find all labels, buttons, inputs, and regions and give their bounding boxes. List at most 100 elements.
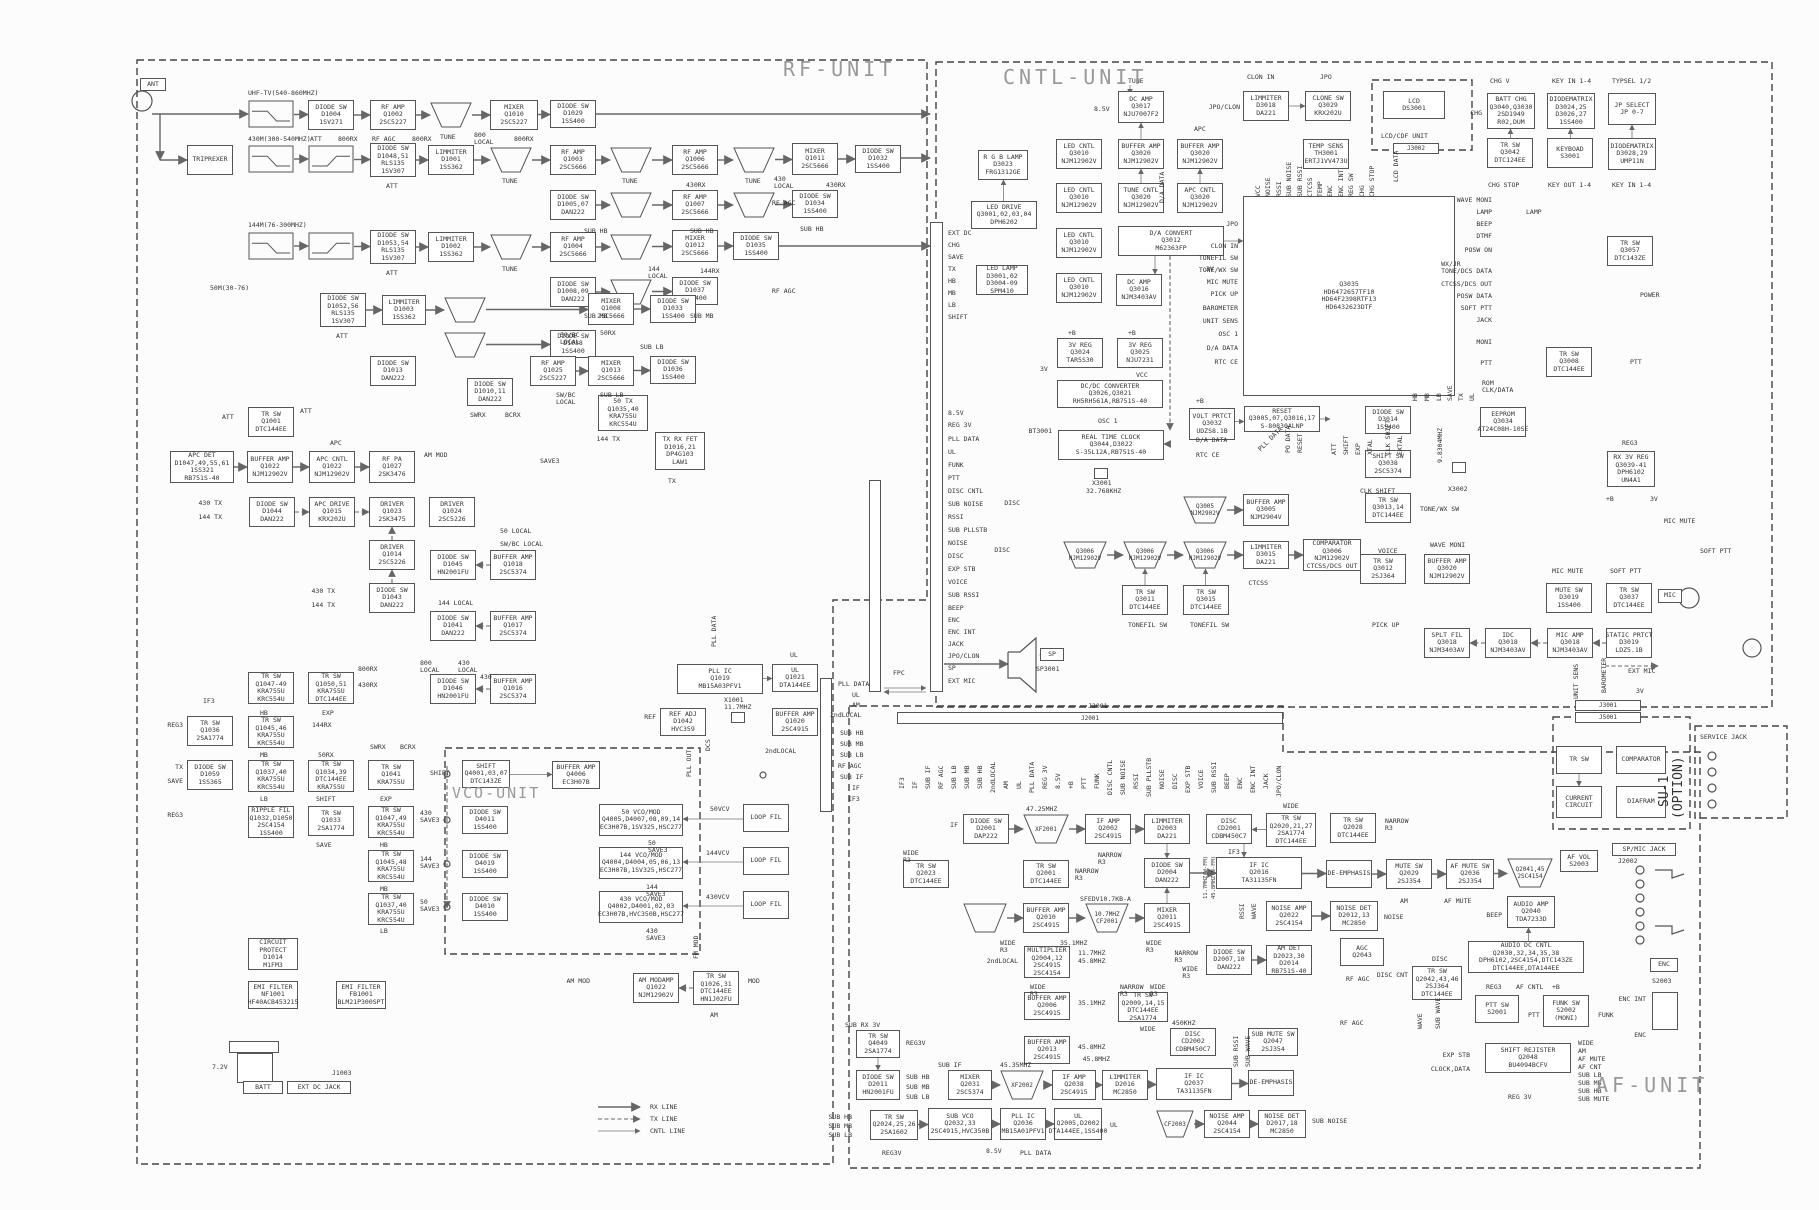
- label: WIDE R3: [1146, 939, 1162, 954]
- label: CHG V: [1490, 77, 1510, 85]
- label: EXT MIC: [1628, 667, 1656, 675]
- label: WIDE: [1140, 1025, 1156, 1033]
- label: J2002: [1618, 857, 1638, 865]
- label: REG3: [1486, 983, 1502, 991]
- label: 50M(30-76): [210, 284, 250, 292]
- label: +B: [1196, 397, 1204, 405]
- label: DISC: [1171, 773, 1179, 789]
- label: EXT DC: [948, 229, 972, 237]
- label: 430RX: [686, 181, 706, 189]
- label: VCC: [1136, 371, 1148, 379]
- label: J1003: [332, 1069, 352, 1077]
- label: JPO/CLON: [1275, 765, 1283, 797]
- label: 450KHZ: [1172, 1019, 1196, 1027]
- label: 430 SAVE3: [646, 927, 666, 942]
- label: D/A DATA: [1196, 436, 1228, 444]
- label: ENC INT: [1337, 169, 1345, 197]
- label: 8.5V: [948, 409, 964, 417]
- label: KEY IN 1-4: [1552, 77, 1592, 85]
- r4f1: [248, 232, 294, 260]
- vtrap: Q2041,45 2SC4154: [1507, 858, 1553, 888]
- label: UL: [1468, 393, 1476, 401]
- label: 45.8MHZ: [1078, 957, 1106, 965]
- label: 144RX: [700, 267, 720, 275]
- label: 8.5V: [1094, 105, 1110, 113]
- label: SAVE3: [540, 457, 560, 465]
- label: KEY OUT 1-4: [1548, 181, 1592, 189]
- r3t2: [733, 192, 775, 218]
- label: JPO: [1226, 220, 1238, 228]
- rf-unit-title: RF-UNIT: [783, 57, 896, 81]
- label: 3V: [1636, 687, 1644, 695]
- batb: [237, 1053, 273, 1083]
- tripx: TRIPREXER: [187, 145, 233, 175]
- r2f2: [308, 145, 354, 173]
- label: X1001: [724, 696, 744, 704]
- label: SUB HB: [840, 729, 864, 737]
- label: MONI: [1476, 338, 1492, 346]
- label: 800 LOCAL: [420, 659, 440, 674]
- label: CHG: [1358, 185, 1366, 197]
- label: +B: [1606, 495, 1614, 503]
- label: EXT MIC: [948, 677, 976, 685]
- label: AM MOD: [566, 977, 590, 985]
- label: ATT: [222, 413, 234, 421]
- wires: [152, 85, 1659, 1134]
- label: TUNE: [745, 177, 761, 185]
- label: POWER: [1640, 291, 1660, 299]
- tc3: Q3006 NJM12902V: [1183, 541, 1227, 569]
- label: 430 LOCAL: [458, 659, 478, 674]
- su-1-option: [1552, 716, 1691, 830]
- label: TONEFIL SW: [1190, 621, 1230, 629]
- label: IF: [911, 781, 919, 789]
- label: MB: [948, 289, 956, 297]
- af-unit-title: AF-UNIT: [1596, 1073, 1709, 1097]
- label: 3V: [1206, 265, 1214, 273]
- label: LB: [260, 795, 268, 803]
- label: 8.5V: [1054, 773, 1062, 789]
- label: TX: [1457, 393, 1465, 401]
- label: NARROW R3: [1174, 949, 1198, 964]
- label: IF3: [898, 777, 906, 789]
- label: PICK UP: [1372, 621, 1400, 629]
- label: MB: [260, 751, 268, 759]
- label: IF3: [1228, 848, 1240, 856]
- label: SUB MB: [840, 740, 864, 748]
- label: SUB MB: [1578, 1079, 1602, 1087]
- label: BEEP: [1223, 773, 1231, 789]
- label: SUB PLLSTB: [948, 526, 988, 534]
- label: SUB MB: [690, 312, 714, 320]
- label: SAVE: [948, 253, 964, 261]
